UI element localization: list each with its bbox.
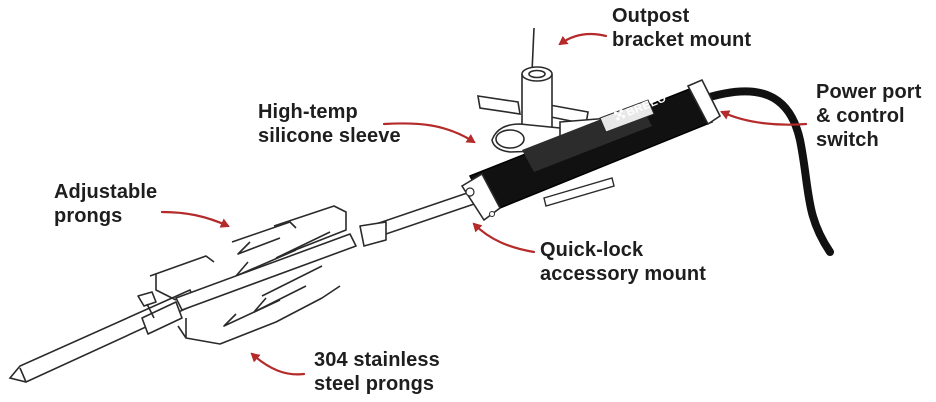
callout-line: Adjustable: [54, 181, 158, 203]
callout-line: bracket mount: [612, 29, 752, 51]
callout-line: Power port: [816, 81, 922, 103]
arrow-quick: [472, 222, 536, 254]
callout-arrows: [160, 33, 808, 376]
callout-line: silicone sleeve: [258, 125, 401, 147]
checkered-diamond-logo-icon: [613, 109, 626, 121]
arrow-adjustable: [160, 210, 230, 228]
callout-line: & control: [816, 105, 905, 127]
callout-line: steel prongs: [314, 373, 435, 395]
callout-line: 304 stainless: [314, 349, 440, 371]
callout-silicone-sleeve: High-temp silicone sleeve: [258, 100, 401, 148]
prong-fork: [137, 205, 387, 345]
callout-quick-lock: Quick-lock accessory mount: [540, 238, 706, 286]
callout-line: accessory mount: [540, 263, 707, 285]
callout-line: Outpost: [612, 5, 690, 27]
callout-outpost-bracket: Outpost bracket mount: [612, 4, 751, 52]
callout-stainless-prongs: 304 stainless steel prongs: [314, 348, 440, 396]
callout-line: switch: [816, 129, 879, 151]
motor-body: [460, 78, 722, 222]
power-cord: [696, 87, 834, 256]
motor-clip: [543, 177, 615, 207]
callout-line: prongs: [54, 205, 123, 227]
callout-line: High-temp: [258, 101, 358, 123]
callout-power-port: Power port & control switch: [816, 80, 921, 152]
arrow-power: [720, 110, 808, 126]
arrow-outpost: [558, 33, 608, 46]
callout-adjustable-prongs: Adjustable prongs: [54, 180, 157, 228]
arrow-steel: [250, 352, 306, 376]
arrow-sleeve: [382, 122, 476, 144]
callout-line: Quick-lock: [540, 239, 644, 261]
